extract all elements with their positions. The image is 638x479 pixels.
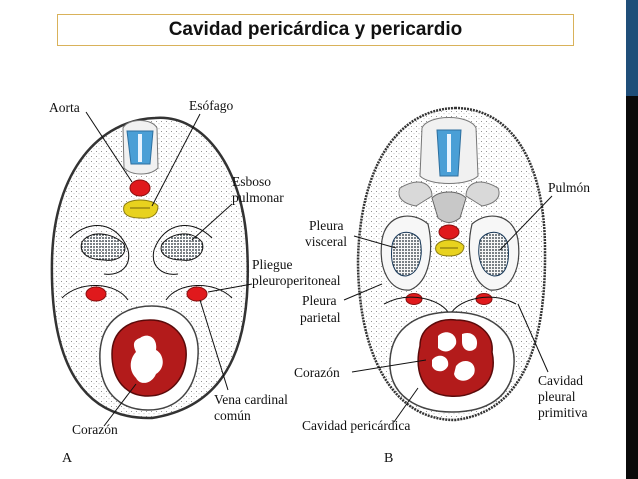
label-aorta: Aorta	[49, 100, 80, 115]
panel-letter-b: B	[384, 451, 393, 466]
lung-bud-left-a	[80, 233, 126, 261]
leader-aorta	[85, 111, 133, 183]
label-esofago: Esófago	[189, 98, 233, 113]
label-cavidad-pleural-3: primitiva	[538, 405, 588, 420]
leader-corazon-a	[103, 383, 137, 427]
label-pleura-parietal-2: parietal	[300, 310, 341, 325]
label-esboso-2: pulmonar	[232, 190, 284, 205]
label-pleura-parietal-1: Pleura	[302, 293, 337, 308]
accent-bar	[626, 0, 638, 96]
cardinal-vein-left-a	[85, 286, 107, 302]
label-pleura-visceral-2: visceral	[305, 234, 347, 249]
leader-vena	[199, 299, 229, 391]
leader-esofago	[151, 113, 201, 207]
lung-bud-right-a	[160, 233, 204, 261]
leader-pleura-parietal	[343, 283, 383, 301]
label-pliegue-2: pleuroperitoneal	[252, 273, 341, 288]
label-pleura-visceral-1: Pleura	[309, 218, 344, 233]
label-cavidad-pericardica: Cavidad pericárdica	[302, 418, 410, 433]
label-corazon-a: Corazón	[72, 422, 118, 437]
cardinal-vein-right-a	[186, 286, 208, 302]
leader-esboso	[191, 203, 233, 241]
label-corazon-b: Corazón	[294, 365, 340, 380]
label-vena-2: común	[214, 408, 251, 423]
label-vena-1: Vena cardinal	[214, 392, 288, 407]
leader-corazon-b	[351, 359, 427, 373]
label-cavidad-pleural-2: pleural	[538, 389, 576, 404]
cardinal-vein-left-b	[405, 293, 423, 305]
label-esboso-1: Esboso	[232, 174, 271, 189]
heart-b	[417, 318, 494, 397]
cardinal-vein-right-b	[475, 293, 493, 305]
leader-cavidad-pleural	[517, 303, 549, 373]
label-cavidad-pleural-1: Cavidad	[538, 373, 583, 388]
embryo-section-b	[356, 106, 547, 422]
label-pulmon: Pulmón	[548, 180, 590, 195]
leader-pulmon	[499, 195, 553, 251]
leader-pleura-visceral	[353, 235, 397, 249]
lung-left-b	[391, 231, 422, 277]
lung-right-b	[478, 231, 509, 277]
label-pliegue-1: Pliegue	[252, 257, 293, 272]
panel-letter-a: A	[62, 451, 73, 466]
aorta-b	[438, 224, 460, 240]
leader-cavidad-pericardica	[393, 387, 419, 423]
embryo-section-a	[50, 116, 250, 420]
slide-title: Cavidad pericárdica y pericardio	[57, 14, 574, 46]
leader-pliegue	[207, 283, 253, 293]
aorta-a	[129, 179, 151, 197]
esophagus-a	[123, 199, 159, 219]
side-bar	[626, 96, 638, 479]
